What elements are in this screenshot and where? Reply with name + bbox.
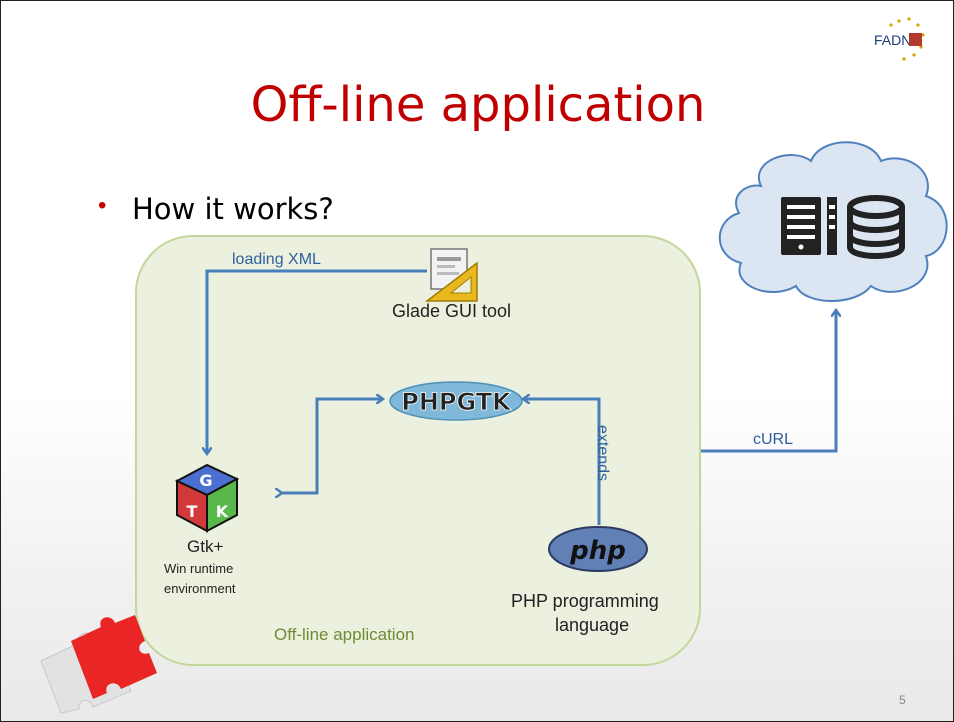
arrow-curl [701, 311, 836, 453]
phpgtk-logo: PHPGTK [389, 381, 523, 421]
glade-label: Glade GUI tool [392, 301, 512, 321]
arrow-loading-xml [207, 269, 427, 453]
gtk-cube-icon: G T K [174, 463, 240, 533]
edge-label-curl: cURL [753, 431, 794, 448]
bullet-marker: • [98, 192, 107, 219]
php-label-1: PHP programming [511, 591, 659, 611]
logo-text: FADN [874, 32, 911, 48]
slide-title: Off-line application [250, 77, 706, 133]
edge-label-extends: extends [594, 425, 611, 482]
arrow-extends [524, 399, 601, 525]
php-label-2: language [555, 615, 630, 635]
offline-application-container [135, 235, 701, 666]
gtk-label: Gtk+ [187, 537, 224, 556]
php-logo: php [548, 526, 648, 572]
phpgtk-logo-text: PHPGTK [401, 388, 512, 416]
edge-label-loading-xml: loading XML [232, 251, 321, 268]
arrow-gtk-phpgtk [281, 399, 382, 493]
svg-text:K: K [216, 502, 229, 521]
gtk-sublabel-1: Win runtime [164, 561, 234, 576]
glade-icon [424, 248, 478, 302]
database-icon [847, 195, 905, 259]
bullet-text: How it works? [132, 192, 334, 226]
server-icon [781, 197, 837, 255]
svg-text:G: G [199, 471, 212, 490]
gtk-sublabel-2: environment [164, 581, 236, 596]
page-number: 5 [899, 693, 906, 707]
container-label: Off-line application [274, 625, 415, 644]
php-logo-text: php [569, 536, 626, 566]
svg-text:T: T [187, 502, 198, 521]
puzzle-pieces-decoration [40, 615, 157, 714]
